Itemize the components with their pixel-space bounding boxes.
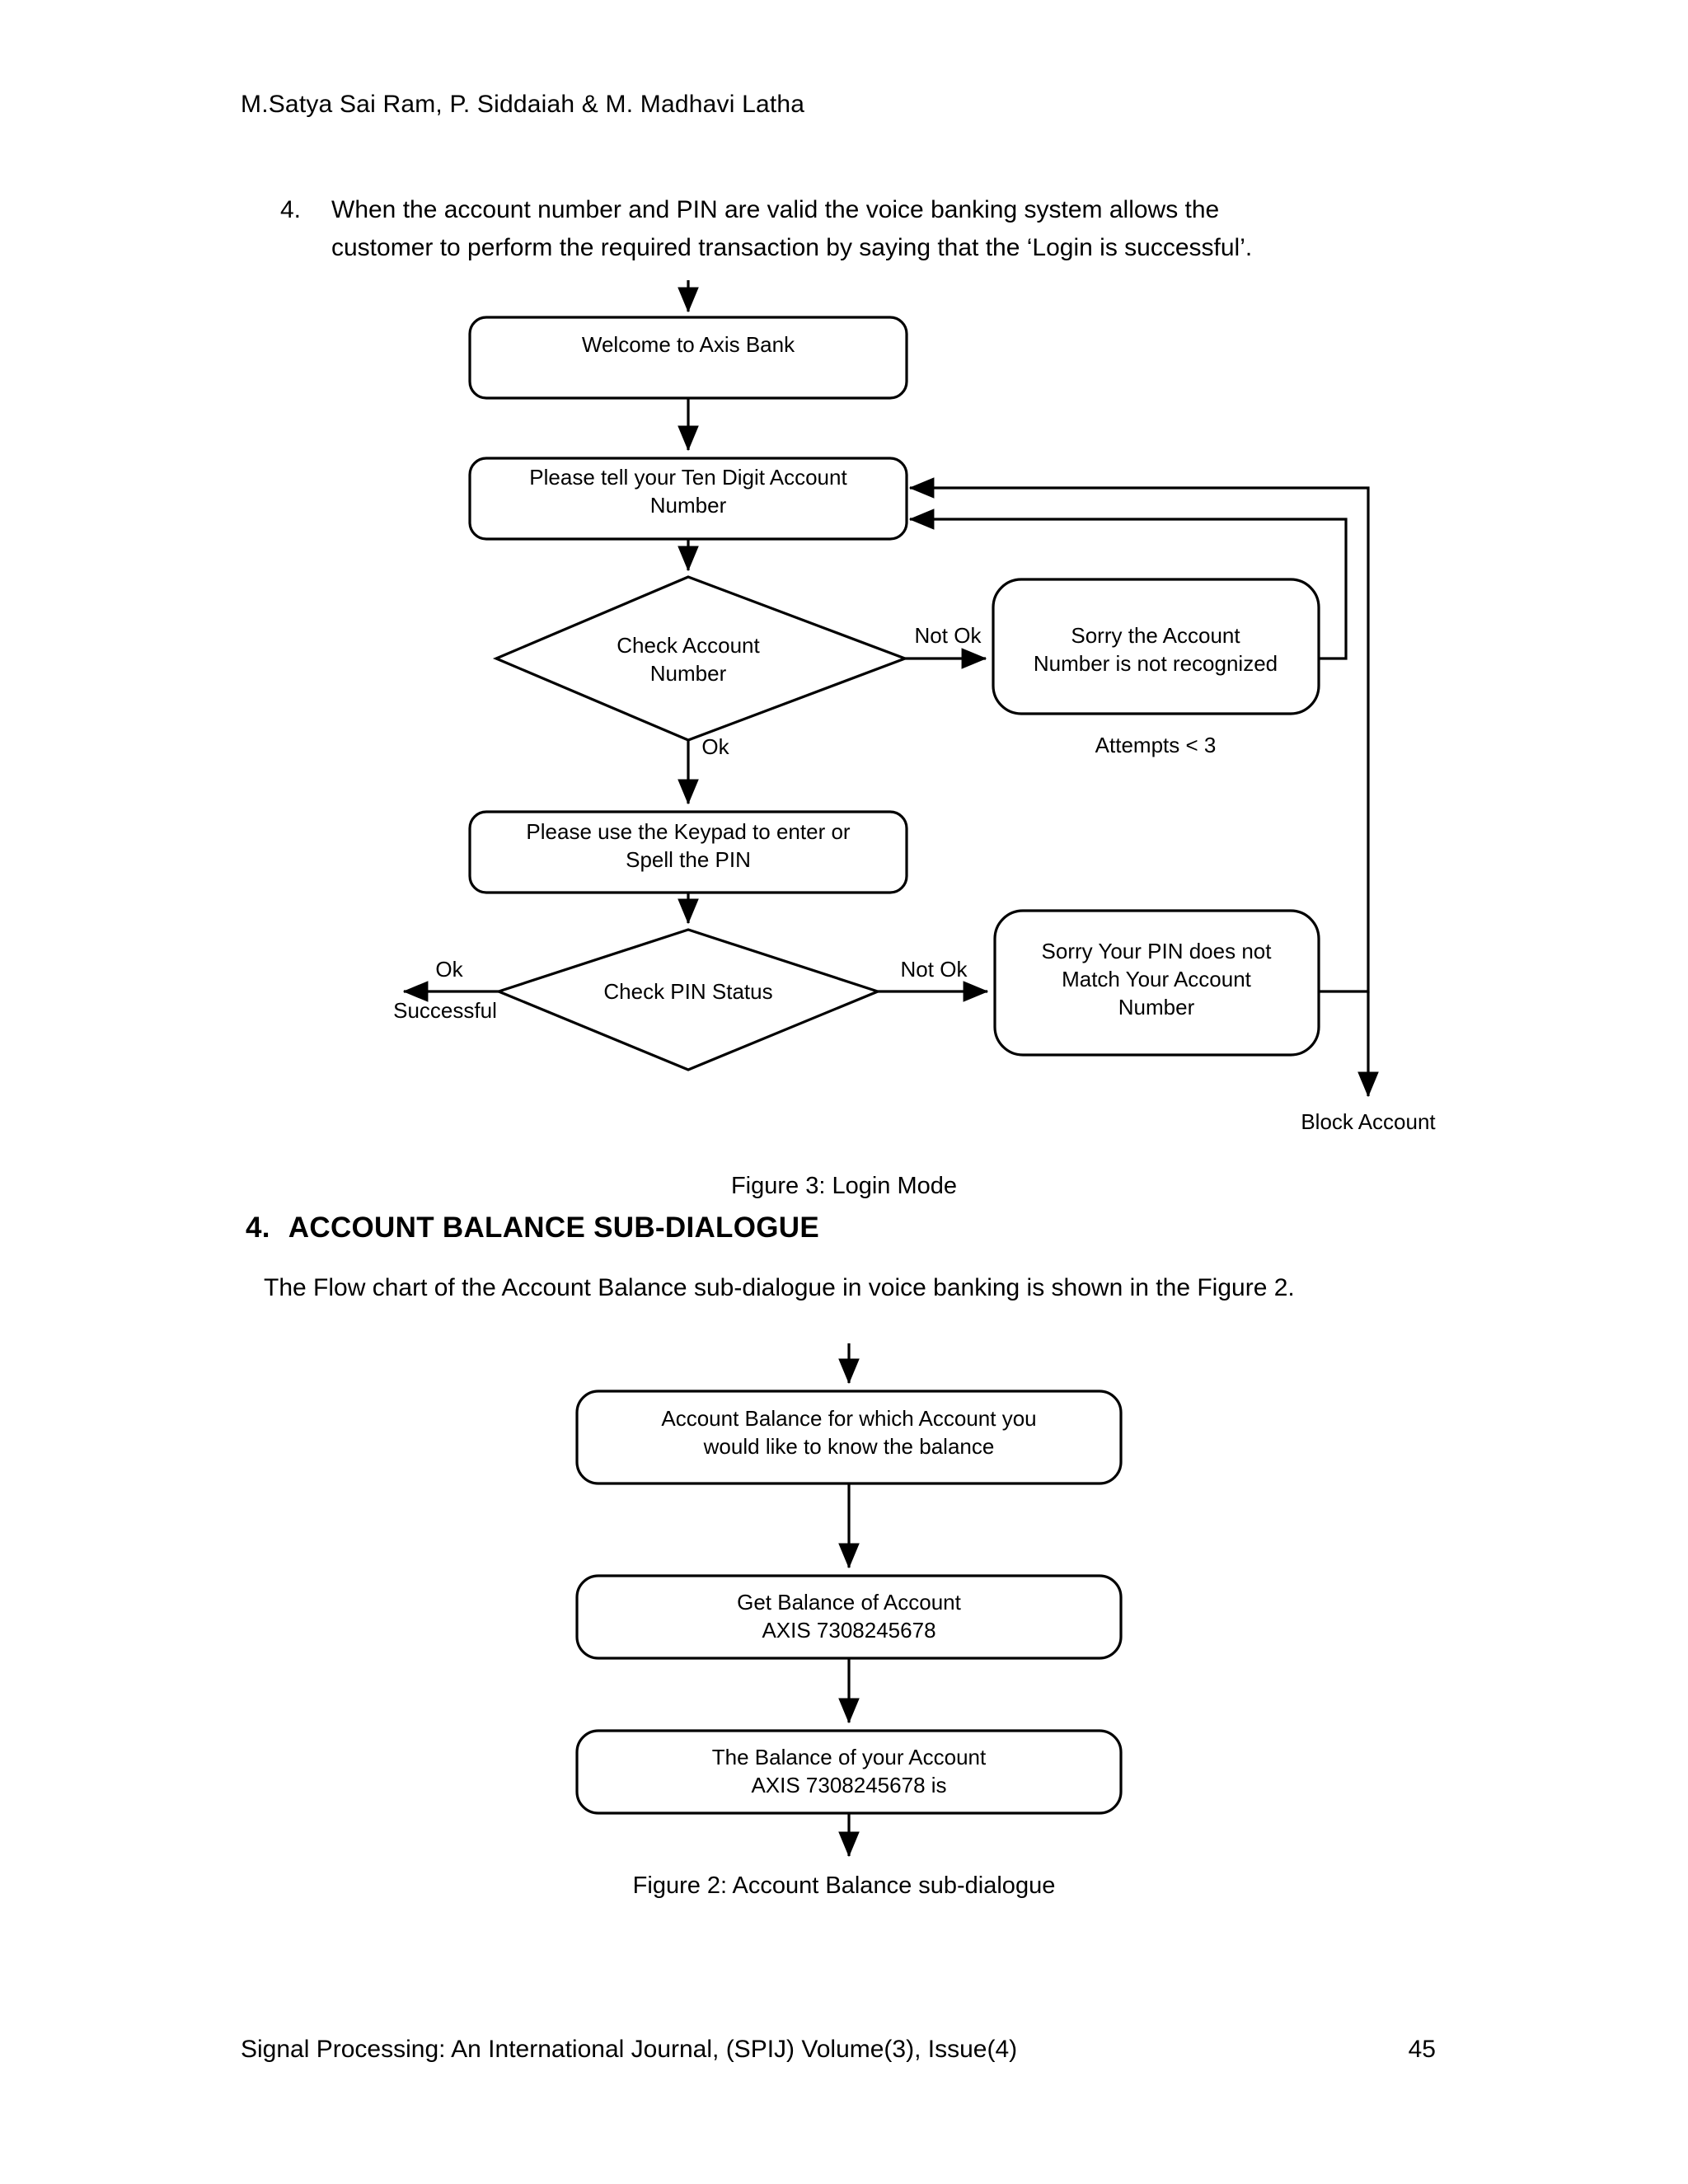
node-welcome-box bbox=[468, 316, 908, 400]
annotation-attempts-less-than-3: Attempts < 3 bbox=[1095, 733, 1217, 757]
node-welcome-label: Welcome to Axis Bank bbox=[582, 332, 795, 357]
figure-3-login-mode-flowchart: Welcome to Axis Bank Please tell your Te… bbox=[0, 272, 1688, 1154]
connector-retry-account-number bbox=[908, 509, 1348, 660]
node-report-balance-line1: The Balance of your Account bbox=[712, 1745, 987, 1769]
node-check-account-line1: Check Account bbox=[617, 633, 760, 658]
node-check-account-line2: Number bbox=[650, 661, 727, 686]
section-body-text: The Flow chart of the Account Balance su… bbox=[264, 1274, 1295, 1301]
node-report-balance-box bbox=[575, 1729, 1123, 1815]
running-head: M.Satya Sai Ram, P. Siddaiah & M. Madhav… bbox=[241, 91, 805, 118]
annotation-block-account: Block Account bbox=[1301, 1109, 1436, 1134]
section-number: 4. bbox=[246, 1212, 270, 1244]
paragraph-body: When the account number and PIN are vali… bbox=[331, 191, 1434, 267]
paragraph-number: 4. bbox=[280, 196, 302, 223]
edge-label-account-ok: Ok bbox=[701, 734, 729, 759]
paragraph-line-1: When the account number and PIN are vali… bbox=[331, 196, 1220, 223]
numbered-paragraph: 4. When the account number and PIN are v… bbox=[280, 191, 1434, 267]
edge-label-pin-ok: Ok bbox=[435, 957, 463, 982]
node-balance-prompt-line1: Account Balance for which Account you bbox=[661, 1406, 1036, 1431]
node-pin-mismatch-line3: Number bbox=[1118, 995, 1195, 1019]
node-account-not-recognized-line1: Sorry the Account bbox=[1071, 623, 1240, 648]
node-report-balance-line2: AXIS 7308245678 is bbox=[751, 1773, 946, 1797]
footer-page-number: 45 bbox=[1408, 2036, 1436, 2063]
figure-2-caption: Figure 2: Account Balance sub-dialogue bbox=[632, 1872, 1056, 1899]
node-get-balance-line2: AXIS 7308245678 bbox=[762, 1618, 935, 1643]
section-heading: 4. ACCOUNT BALANCE SUB-DIALOGUE bbox=[246, 1212, 819, 1244]
node-pin-mismatch-box bbox=[993, 909, 1320, 1057]
node-ask-pin-line1: Please use the Keypad to enter or bbox=[526, 819, 850, 844]
node-ask-pin-line2: Spell the PIN bbox=[626, 847, 751, 872]
node-get-balance-box bbox=[575, 1574, 1123, 1660]
edge-label-pin-successful: Successful bbox=[393, 998, 497, 1023]
page-footer: Signal Processing: An International Jour… bbox=[241, 2036, 1452, 2064]
section-title: ACCOUNT BALANCE SUB-DIALOGUE bbox=[288, 1212, 820, 1244]
connector-retry-pin-to-account bbox=[908, 477, 1370, 993]
edge-label-pin-not-ok: Not Ok bbox=[901, 957, 968, 982]
node-check-account-diamond bbox=[492, 575, 909, 742]
node-pin-mismatch-line2: Match Your Account bbox=[1062, 967, 1252, 991]
node-check-pin-diamond bbox=[495, 928, 882, 1071]
node-pin-mismatch-line1: Sorry Your PIN does not bbox=[1042, 939, 1273, 963]
node-account-not-recognized-box bbox=[992, 578, 1320, 715]
edge-label-account-not-ok: Not Ok bbox=[915, 623, 982, 648]
node-ask-account-line2: Number bbox=[650, 493, 727, 518]
node-balance-prompt-line2: would like to know the balance bbox=[703, 1434, 995, 1459]
paragraph-line-2: customer to perform the required transac… bbox=[331, 234, 1253, 261]
footer-journal: Signal Processing: An International Jour… bbox=[241, 2036, 1018, 2063]
node-account-not-recognized-line2: Number is not recognized bbox=[1034, 651, 1278, 676]
node-check-pin-label: Check PIN Status bbox=[603, 979, 772, 1004]
figure-2-account-balance-flowchart: Account Balance for which Account you wo… bbox=[0, 1335, 1688, 1871]
figure-3-caption: Figure 3: Login Mode bbox=[730, 1173, 958, 1199]
node-get-balance-line1: Get Balance of Account bbox=[737, 1590, 962, 1615]
node-ask-account-line1: Please tell your Ten Digit Account bbox=[529, 465, 847, 490]
